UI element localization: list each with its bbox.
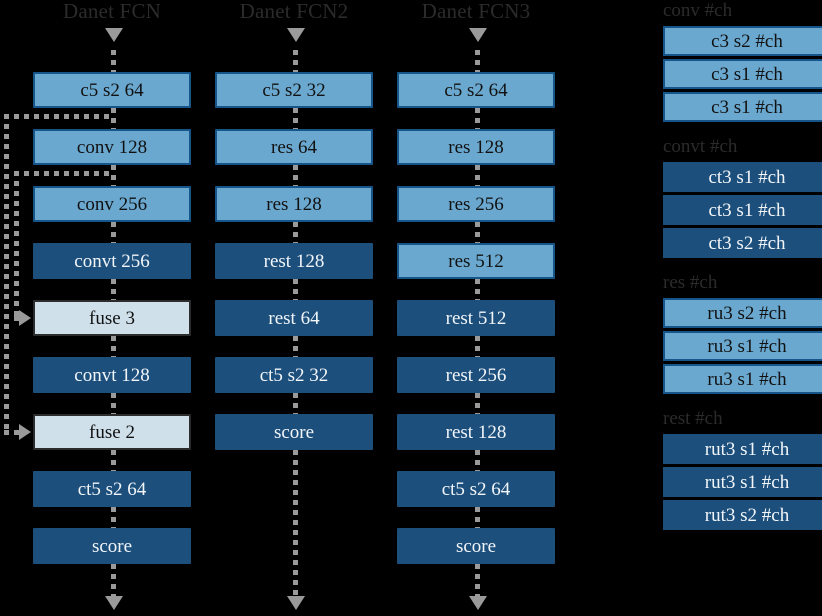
layer-node[interactable]: score [397,528,555,564]
legend-group-header: convt #ch [663,136,738,157]
flow-connector [111,564,116,596]
legend-group-header: res #ch [663,272,718,293]
flow-connector [475,108,480,129]
flow-connector [475,336,480,357]
flow-connector [111,507,116,528]
legend-group-header: rest #ch [663,408,723,429]
layer-node[interactable]: res 64 [215,129,373,165]
input-arrowhead [469,28,487,42]
legend-item[interactable]: ct3 s2 #ch [663,228,822,258]
flow-connector [475,165,480,186]
layer-node[interactable]: fuse 2 [33,414,191,450]
flow-connector [293,165,298,186]
layer-node[interactable]: c5 s2 32 [215,72,373,108]
legend-item[interactable]: ru3 s1 #ch [663,364,822,394]
flow-connector [111,50,116,72]
flow-connector [293,393,298,414]
layer-node[interactable]: conv 128 [33,129,191,165]
layer-node[interactable]: rest 256 [397,357,555,393]
skip-connection-segment [14,316,19,321]
flow-connector [475,564,480,596]
flow-connector [475,393,480,414]
flow-connector [111,393,116,414]
layer-node[interactable]: c5 s2 64 [397,72,555,108]
flow-connector [475,279,480,300]
column-title: Danet FCN2 [239,0,349,23]
skip-connection-segment [4,114,9,430]
layer-node[interactable]: convt 128 [33,357,191,393]
layer-node[interactable]: score [215,414,373,450]
layer-node[interactable]: fuse 3 [33,300,191,336]
legend-item[interactable]: ru3 s2 #ch [663,298,822,328]
legend-item[interactable]: rut3 s2 #ch [663,500,822,530]
pipeline-column-2: Danet FCN2 c5 s2 32 res 64 res 128 rest 128 r… [194,0,394,616]
layer-node[interactable]: res 128 [397,129,555,165]
output-arrowhead [469,596,487,610]
flow-connector [293,108,298,129]
layer-node[interactable]: conv 256 [33,186,191,222]
layer-node[interactable]: score [33,528,191,564]
flow-connector [475,222,480,243]
layer-node[interactable]: res 512 [397,243,555,279]
legend-item[interactable]: c3 s1 #ch [663,59,822,89]
output-arrowhead [287,596,305,610]
column-title: Danet FCN [62,0,162,23]
flow-connector [293,279,298,300]
layer-node[interactable]: rest 512 [397,300,555,336]
layer-node[interactable]: rest 128 [215,243,373,279]
flow-connector [293,336,298,357]
flow-connector [293,222,298,243]
skip-connection-segment [14,171,19,316]
flow-connector [475,450,480,471]
flow-connector [111,336,116,357]
flow-connector [111,222,116,243]
flow-connector [475,50,480,72]
pipeline-column-3: Danet FCN3 c5 s2 64 res 128 res 256 res 512 r… [376,0,576,616]
skip-connection-segment [14,171,112,176]
skip-connection-arrowhead [19,424,31,440]
layer-node[interactable]: rest 64 [215,300,373,336]
legend-item[interactable]: rut3 s1 #ch [663,467,822,497]
flow-connector [475,507,480,528]
flow-connector [111,108,116,129]
layer-node[interactable]: convt 256 [33,243,191,279]
legend-item[interactable]: ct3 s1 #ch [663,162,822,192]
legend-item[interactable]: c3 s1 #ch [663,92,822,122]
output-arrowhead [105,596,123,610]
flow-connector [293,50,298,72]
skip-connection-segment [4,430,19,435]
legend-group-header: conv #ch [663,0,733,21]
input-arrowhead [105,28,123,42]
input-arrowhead [287,28,305,42]
flow-connector [293,450,298,596]
layer-node[interactable]: rest 128 [397,414,555,450]
skip-connection-segment [4,114,112,119]
legend-item[interactable]: c3 s2 #ch [663,26,822,56]
legend-item[interactable]: ct3 s1 #ch [663,195,822,225]
pipeline-column-1: Danet FCN c5 s2 64 conv 128 conv 256 convt 2… [12,0,212,616]
legend-item[interactable]: rut3 s1 #ch [663,434,822,464]
flow-connector [111,165,116,186]
flow-connector [111,279,116,300]
layer-node[interactable]: ct5 s2 64 [33,471,191,507]
column-title: Danet FCN3 [421,0,531,23]
skip-connection-arrowhead [19,310,31,326]
layer-node[interactable]: res 256 [397,186,555,222]
layer-node[interactable]: ct5 s2 64 [397,471,555,507]
layer-node[interactable]: ct5 s2 32 [215,357,373,393]
layer-node[interactable]: res 128 [215,186,373,222]
layer-node[interactable]: c5 s2 64 [33,72,191,108]
flow-connector [111,450,116,471]
legend-item[interactable]: ru3 s1 #ch [663,331,822,361]
